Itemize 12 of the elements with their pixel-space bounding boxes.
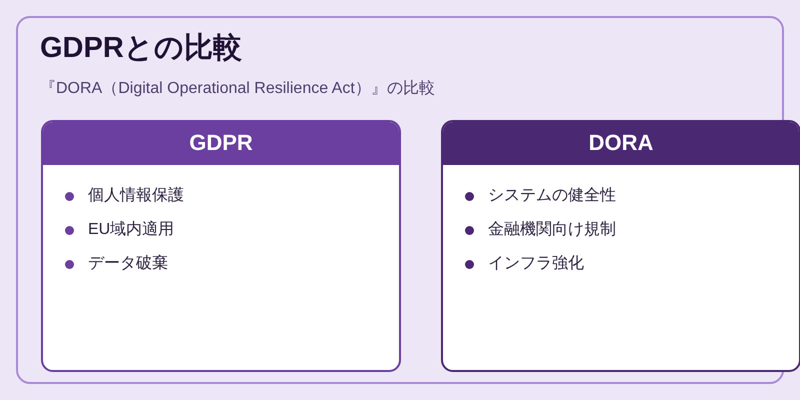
list-item-text: 個人情報保護 [88, 186, 184, 206]
page-title: GDPRとの比較 [40, 31, 242, 66]
list-item-text: 金融機関向け規制 [488, 220, 616, 240]
card-title: DORA [588, 130, 654, 156]
list-item-text: データ破棄 [88, 254, 168, 274]
list-item-text: システムの健全性 [488, 186, 616, 206]
list-item-text: インフラ強化 [488, 254, 584, 274]
comparison-card [41, 120, 401, 372]
subtitle: 『DORA（Digital Operational Resilience Act）』の比較 [40, 79, 435, 99]
list-item-text: EU域内適用 [88, 220, 174, 240]
comparison-card [441, 120, 800, 372]
card-title: GDPR [188, 130, 254, 156]
